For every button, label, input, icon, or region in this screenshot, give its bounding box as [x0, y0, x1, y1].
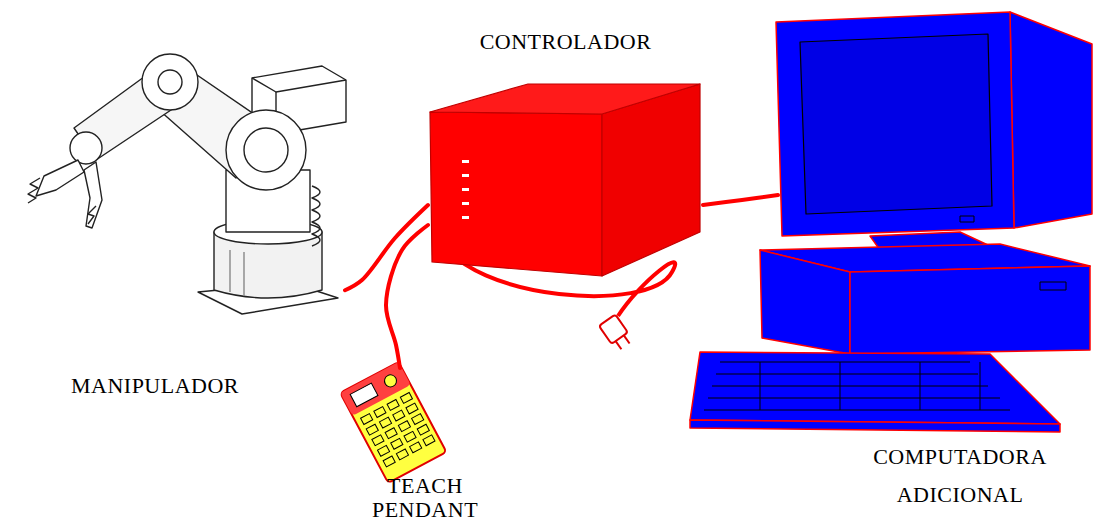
wrist-joint [70, 132, 102, 164]
keyboard [690, 352, 1060, 424]
keyboard-edge [690, 420, 1060, 432]
gripper-finger [84, 162, 102, 228]
power-plug [599, 314, 634, 352]
plug-prong [624, 335, 630, 343]
shoulder-joint [226, 110, 306, 190]
pendant-display [350, 383, 378, 407]
shading-line [243, 252, 244, 296]
status-led [462, 216, 469, 219]
monitor-side [1010, 12, 1092, 228]
cpu-front [760, 250, 850, 354]
motor-box-edge [252, 78, 346, 92]
teach-pendant-device [340, 362, 446, 483]
gripper-jaw [88, 206, 96, 224]
shading-line [229, 250, 230, 292]
status-led [462, 160, 469, 163]
elbow-hub [158, 70, 182, 94]
cabinet-top [430, 84, 700, 114]
pendant-top [340, 362, 410, 416]
keyboard-keys [704, 362, 1010, 410]
status-led [462, 188, 469, 191]
cpu-side [850, 266, 1090, 354]
component-label: CONTROLADOR [428, 28, 703, 56]
component-label: COMPUTADORA ADICIONAL [840, 438, 1080, 514]
monitor-front [776, 12, 1014, 236]
controller-cabinet [430, 84, 700, 276]
elbow-joint [142, 54, 198, 110]
pendant-stop [382, 373, 398, 389]
plug-body [599, 314, 628, 343]
gripper-jaw [28, 178, 40, 203]
status-leds [462, 160, 469, 219]
pendant-keys [361, 392, 435, 466]
cable-spring [312, 186, 320, 246]
cabinet-front [430, 112, 602, 276]
component-node: CONTROLADOR [428, 78, 703, 278]
cable [703, 195, 778, 205]
plug-prong [616, 341, 622, 349]
status-led [462, 202, 469, 205]
pendant-body [340, 362, 446, 483]
monitor-button [960, 216, 974, 222]
robot-arm [28, 54, 346, 314]
cable [386, 225, 428, 368]
cabinet-side [602, 84, 700, 276]
component-node: MANIPULADOR [25, 40, 345, 315]
component-label: MANIPULADOR [5, 372, 305, 400]
monitor-screen [800, 34, 992, 214]
cable [345, 205, 428, 290]
component-label: TEACH PENDANT [355, 474, 495, 522]
floppy-drive [1040, 282, 1066, 290]
component-node: COMPUTADORA ADICIONAL [778, 8, 1100, 433]
computer [690, 12, 1092, 432]
gripper-finger [36, 160, 84, 196]
status-led [462, 174, 469, 177]
component-node: TEACH PENDANT [335, 368, 450, 472]
shoulder-hub [244, 128, 288, 172]
